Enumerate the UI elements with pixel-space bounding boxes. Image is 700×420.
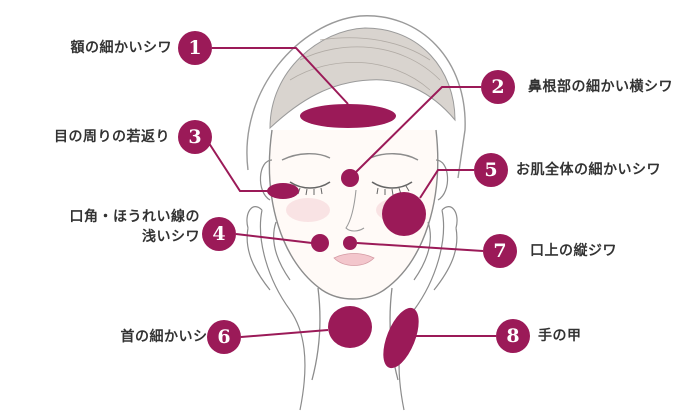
callout-label-2: 鼻根部の細かい横シワ — [528, 79, 673, 95]
nose-root-zone — [341, 169, 359, 187]
callout-label-4: 口角・ほうれい線の 浅いシワ — [70, 207, 201, 247]
leader-line-2 — [355, 86, 481, 173]
left-eyebrow — [281, 153, 331, 161]
callout-label-5: お肌全体の細かいシワ — [516, 162, 661, 178]
back-of-hand-zone — [383, 307, 419, 369]
callout-label-3: 目の周りの若返り — [54, 129, 170, 145]
leader-line-5 — [419, 169, 474, 199]
callout-label-8: 手の甲 — [538, 328, 582, 344]
callout-label-7: 口上の縦ジワ — [530, 243, 617, 259]
right-lashes — [376, 185, 410, 196]
left-ear — [259, 159, 273, 201]
callout-number-6: 6 — [207, 320, 241, 354]
leader-line-1 — [212, 47, 349, 105]
callout-label-6: 首の細かいシワ — [120, 329, 222, 345]
left-blush — [286, 198, 330, 222]
upper-lip-zone — [343, 236, 357, 250]
callout-number-5: 5 — [474, 153, 508, 187]
callout-number-4: 4 — [202, 217, 236, 251]
neck-zone — [328, 306, 372, 348]
callout-number-1: 1 — [178, 31, 212, 65]
right-eye — [371, 181, 413, 189]
left-hand — [246, 206, 306, 411]
callout-label-4-line1: 口角・ほうれい線の — [69, 209, 200, 225]
hair-strands — [289, 37, 441, 91]
callout-number-2: 2 — [481, 70, 515, 104]
nasolabial-zone — [311, 234, 329, 252]
callout-label-1: 額の細かいシワ — [70, 40, 172, 56]
right-ear — [435, 159, 449, 201]
hair-outline — [246, 15, 466, 179]
callout-number-8: 8 — [496, 319, 530, 353]
face-outline — [268, 129, 439, 300]
left-eye — [289, 181, 331, 189]
forehead-zone — [300, 104, 396, 128]
leader-line-6 — [240, 329, 329, 338]
callout-label-4-line2: 浅いシワ — [142, 229, 200, 245]
leader-line-4 — [235, 233, 313, 244]
lips — [333, 253, 375, 266]
callout-number-3: 3 — [178, 120, 212, 154]
eye-area-zone — [267, 183, 299, 199]
leader-line-3 — [204, 136, 268, 192]
right-eyebrow — [369, 153, 419, 161]
leader-line-7 — [356, 242, 484, 252]
callout-number-7: 7 — [483, 234, 517, 268]
cheek-zone — [382, 192, 426, 236]
nose — [345, 189, 365, 232]
leader-lines — [204, 47, 496, 338]
